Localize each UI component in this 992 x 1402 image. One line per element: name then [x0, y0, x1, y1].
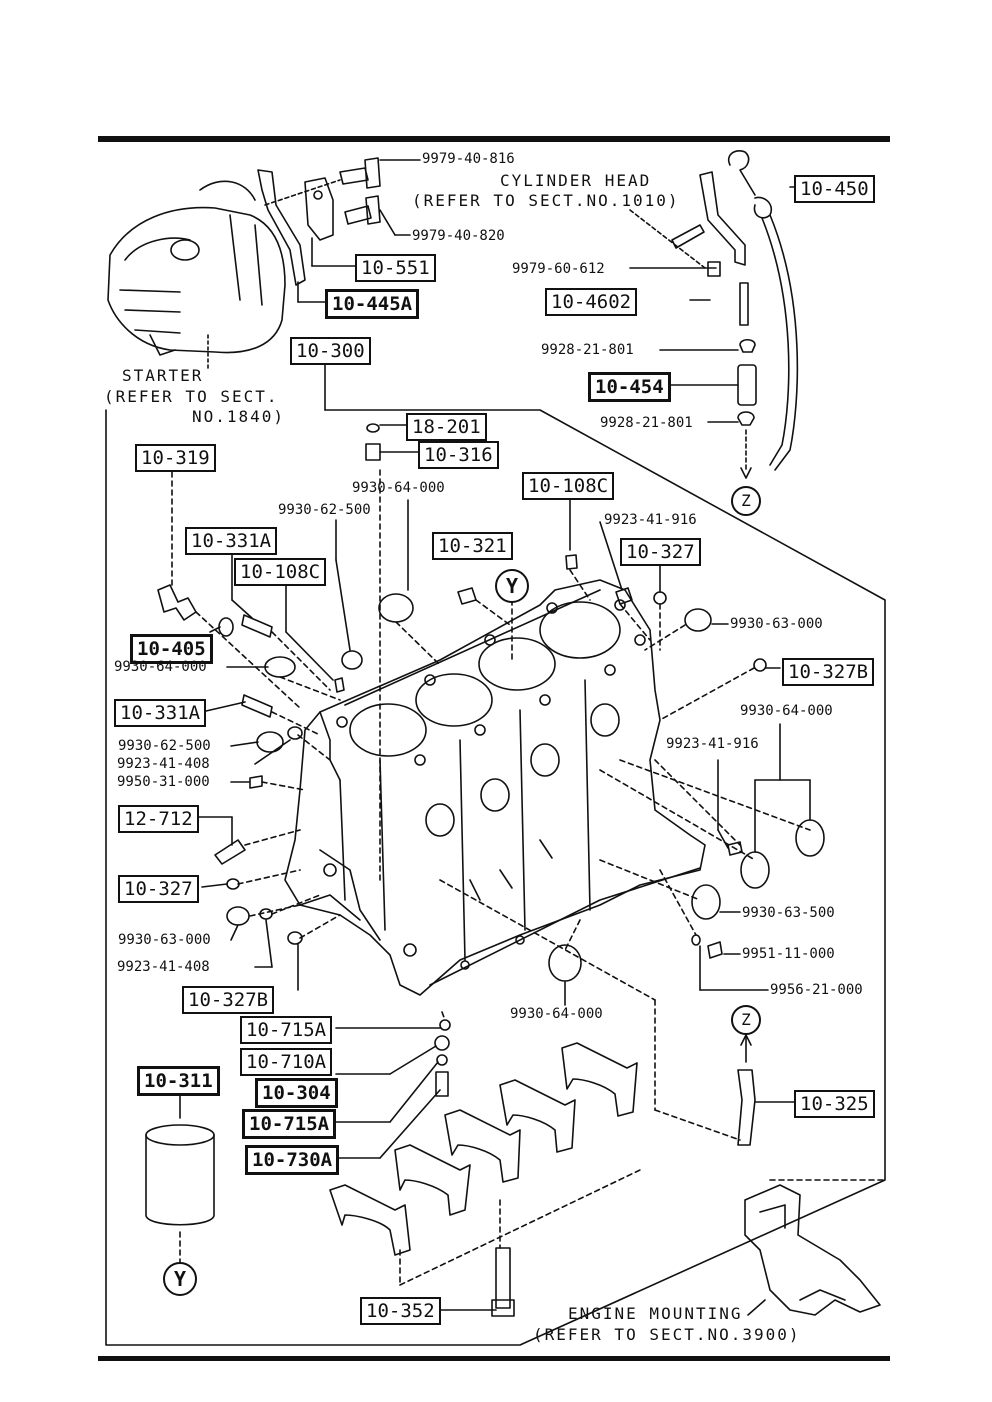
- bottom-rule: [98, 1356, 890, 1361]
- part-box: 10-405: [130, 634, 213, 664]
- part-label: 9923-41-916: [666, 736, 759, 752]
- leader-lines: [179, 424, 811, 1311]
- pipe-10-325: [737, 1069, 756, 1146]
- part-box: 10-445A: [325, 289, 420, 319]
- part-box: 18-201: [406, 413, 487, 441]
- part-box: 10-300: [290, 337, 371, 365]
- part-box: 10-327B: [182, 986, 275, 1014]
- part-box: 10-319: [135, 444, 216, 472]
- part-box: 10-327B: [782, 658, 875, 686]
- note-starter-ref: (REFER TO SECT.: [104, 387, 279, 406]
- alignment-lines: [171, 469, 811, 1286]
- note-cylinder-head-ref: (REFER TO SECT.NO.1010): [412, 191, 680, 210]
- part-box: 10-108C: [234, 558, 327, 586]
- part-box: 10-4602: [545, 288, 638, 316]
- part-label: 9930-62-500: [278, 502, 371, 518]
- part-label: 9930-64-000: [740, 703, 833, 719]
- part-box: 10-331A: [114, 699, 207, 727]
- part-box: 10-325: [794, 1090, 875, 1118]
- part-box: 10-316: [418, 441, 499, 469]
- main-bearing-caps: [329, 1042, 638, 1317]
- part-box: 10-327: [620, 538, 701, 566]
- note-cylinder-head: CYLINDER HEAD: [500, 171, 652, 190]
- ref-marker-z-bottom: Z: [731, 1005, 761, 1035]
- part-box: 10-710A: [240, 1048, 333, 1076]
- part-label: 9956-21-000: [770, 982, 863, 998]
- starter-motor: [107, 180, 286, 371]
- part-box: 10-551: [355, 254, 436, 282]
- part-label: 9928-21-801: [600, 415, 693, 431]
- part-label: 9923-41-408: [117, 756, 210, 772]
- part-box: 10-108C: [522, 472, 615, 500]
- part-box: 10-327: [118, 875, 199, 903]
- part-box: 10-715A: [242, 1109, 337, 1139]
- part-box: 12-712: [118, 805, 199, 833]
- small-parts: [157, 423, 825, 1097]
- part-label: 9930-64-000: [510, 1006, 603, 1022]
- engine-mount: [744, 1179, 886, 1316]
- part-label: 9979-40-816: [422, 151, 515, 167]
- part-box: 10-331A: [185, 527, 278, 555]
- part-box: 10-730A: [245, 1145, 340, 1175]
- part-box: 10-715A: [240, 1016, 333, 1044]
- part-label: 9979-40-820: [412, 228, 505, 244]
- plate-10-551: [304, 177, 334, 241]
- note-engine-mounting: ENGINE MOUNTING: [568, 1304, 743, 1323]
- part-box: 10-321: [432, 532, 513, 560]
- part-label: 9923-41-408: [117, 959, 210, 975]
- part-label: 9928-21-801: [541, 342, 634, 358]
- ref-marker-y-block: Y: [495, 569, 529, 603]
- part-box: 10-454: [588, 372, 671, 402]
- part-box: 10-352: [360, 1297, 441, 1325]
- top-rule: [98, 136, 890, 142]
- part-box: 10-311: [137, 1066, 220, 1096]
- part-label: 9930-63-500: [742, 905, 835, 921]
- part-box: 10-304: [255, 1078, 338, 1108]
- note-starter-ref-no: NO.1840): [192, 407, 286, 426]
- part-label: 9930-62-500: [118, 738, 211, 754]
- ref-marker-y-bottom: Y: [163, 1262, 197, 1296]
- part-label: 9979-60-612: [512, 261, 605, 277]
- cylinder-block: [284, 579, 706, 996]
- bolt-9979-40-816: [339, 157, 381, 189]
- note-starter: STARTER: [122, 366, 204, 385]
- part-label: 9930-63-000: [730, 616, 823, 632]
- bolt-9979-40-820: [344, 195, 381, 225]
- part-label: 9930-63-000: [118, 932, 211, 948]
- part-label: 9930-64-000: [114, 659, 207, 675]
- group-outline: [105, 409, 886, 1346]
- part-label: 9930-64-000: [352, 480, 445, 496]
- bracket-10-445A: [257, 169, 306, 286]
- ref-marker-z-top: Z: [731, 486, 761, 516]
- part-label: 9951-11-000: [742, 946, 835, 962]
- part-label: 9950-31-000: [117, 774, 210, 790]
- note-engine-mounting-ref: (REFER TO SECT.NO.3900): [533, 1325, 801, 1344]
- oil-filter-10-311: [145, 1124, 215, 1226]
- part-label: 9923-41-916: [604, 512, 697, 528]
- part-box: 10-450: [794, 175, 875, 203]
